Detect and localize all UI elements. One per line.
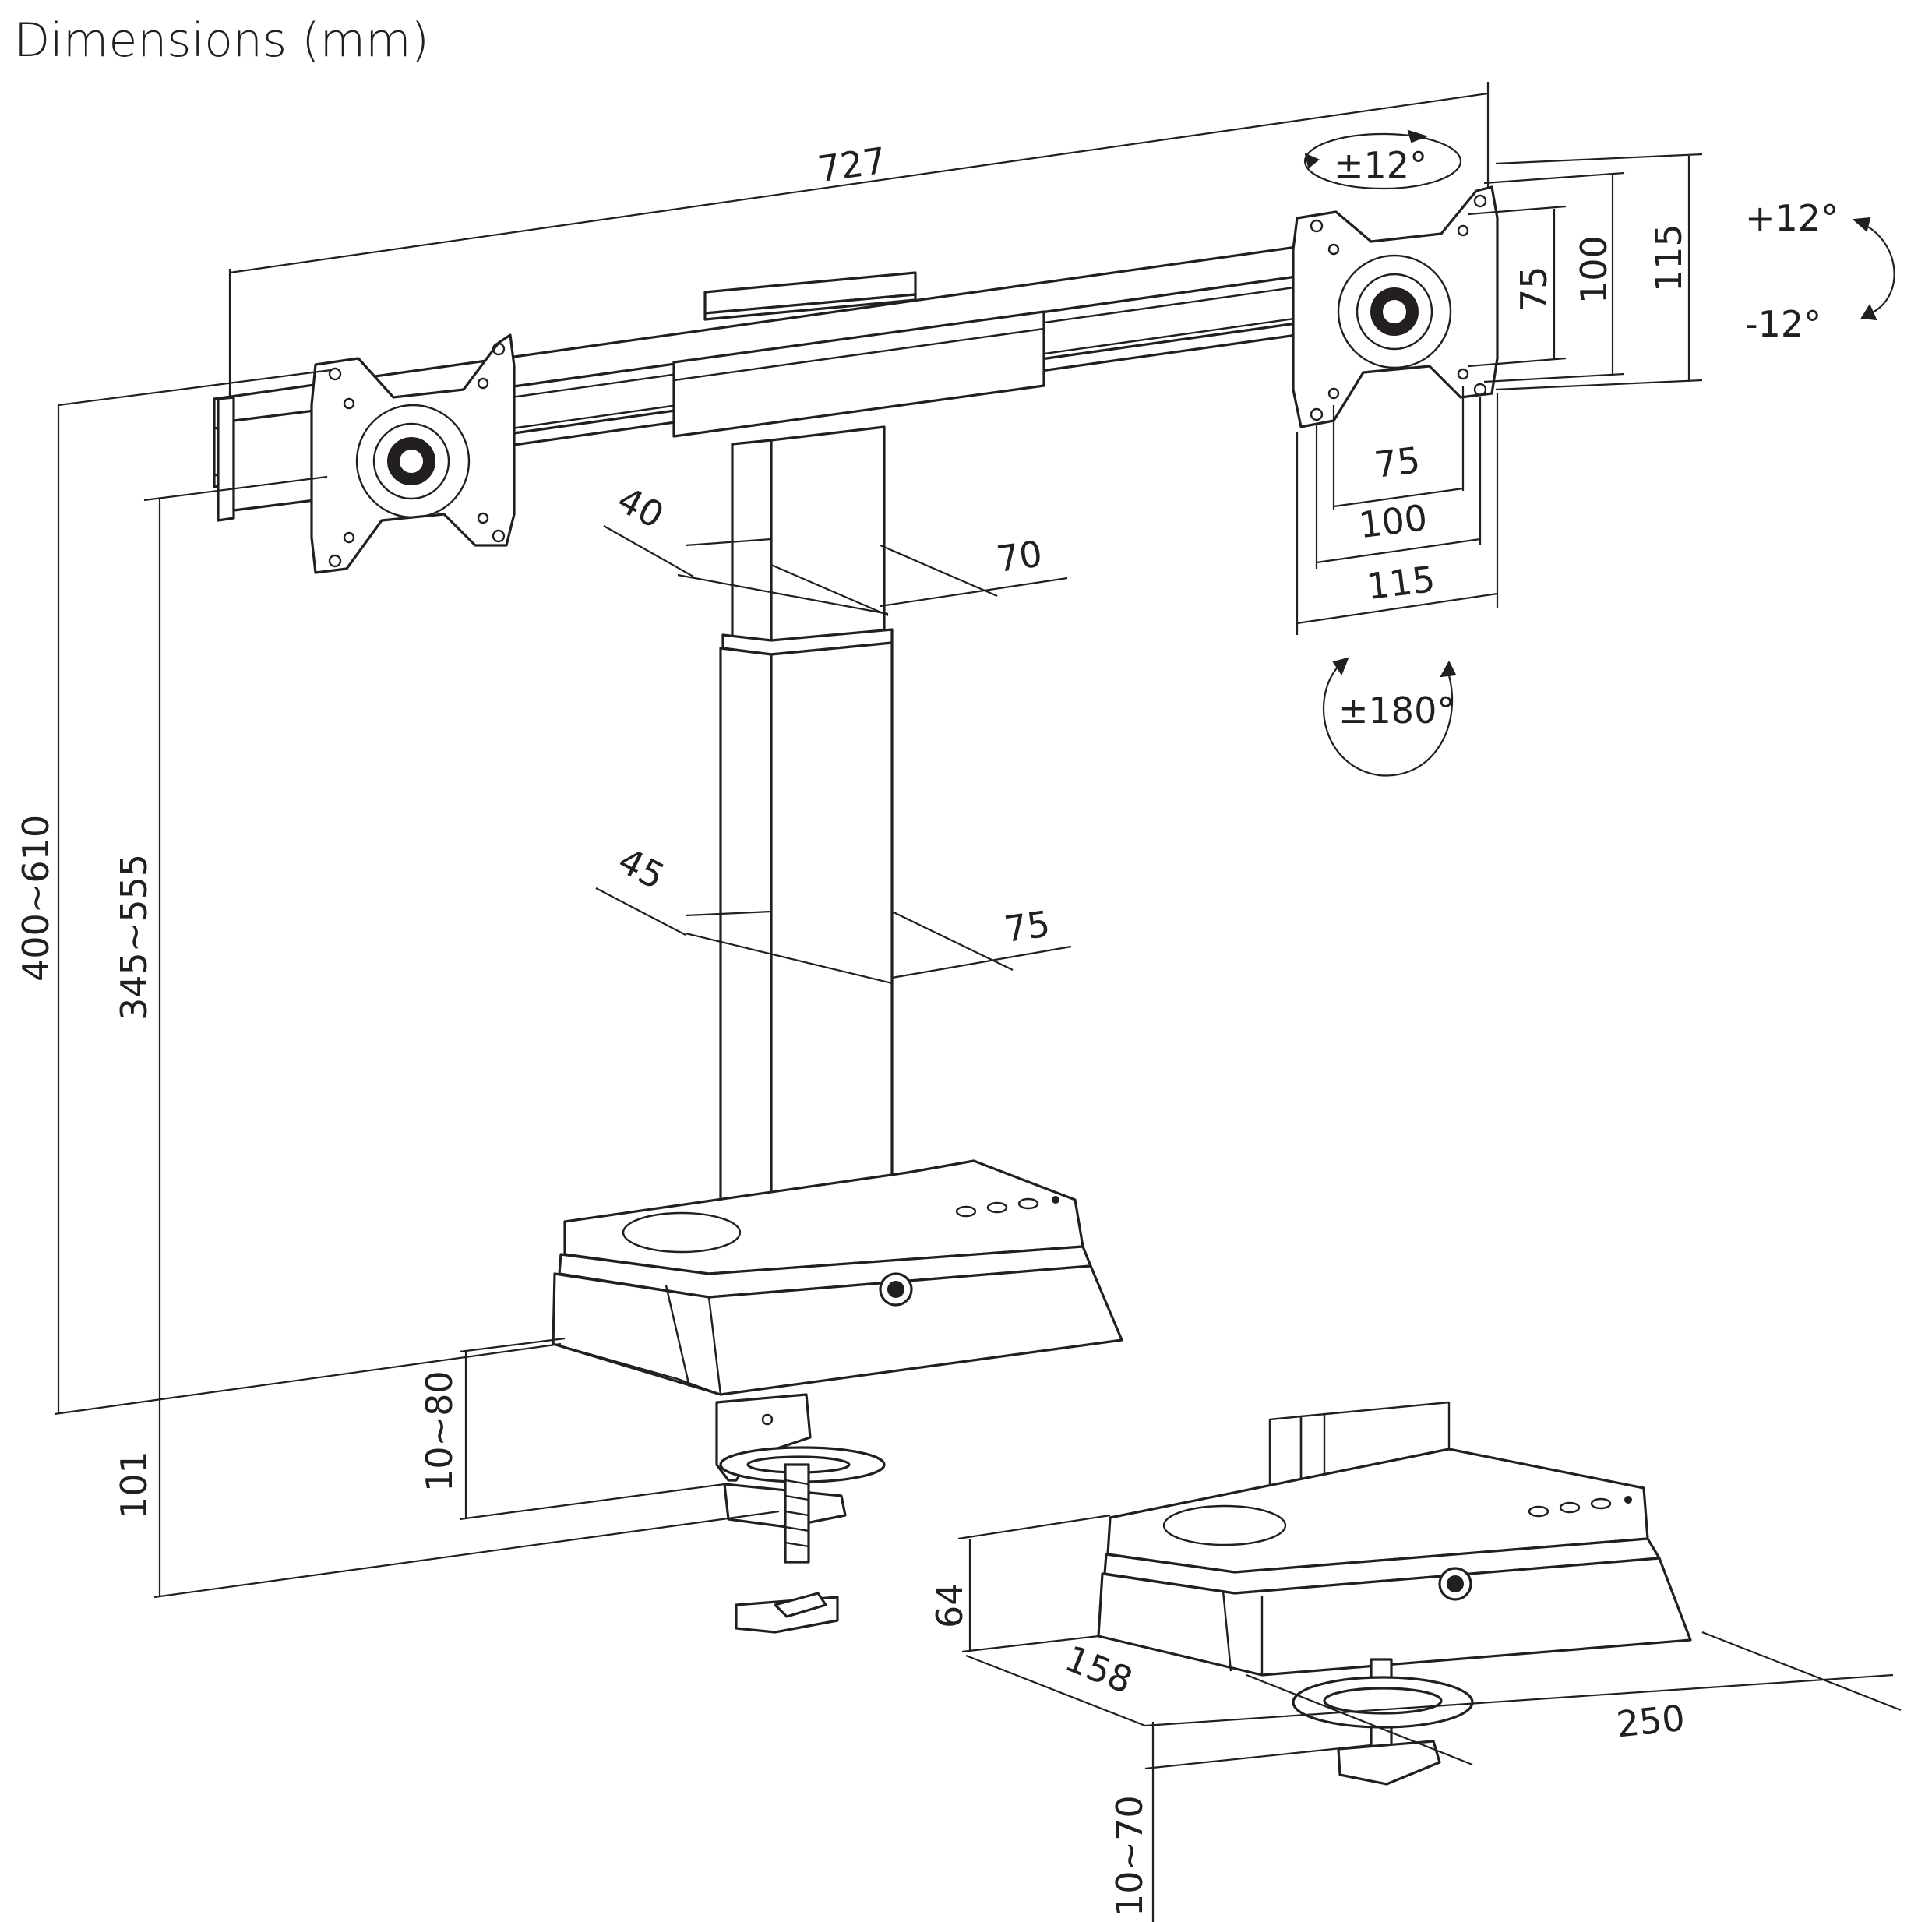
vesa-v-75-label: 75 [1513, 266, 1555, 312]
vesa-vertical-dimensions: 75 100 115 [1468, 153, 1703, 391]
main-base [552, 1159, 1123, 1396]
lower-pole-depth-label: 45 [612, 839, 672, 898]
upper-pole-depth-label: 40 [611, 478, 671, 537]
vesa-h-100-label: 100 [1356, 496, 1430, 546]
overall-height-label: 400~610 [15, 815, 57, 982]
tilt-down-label: -12° [1745, 303, 1821, 345]
clamp-range-dimension: 10~80 [418, 1337, 725, 1521]
arm-width-dimension: 727 [228, 82, 1490, 421]
vesa-h-75-label: 75 [1372, 439, 1423, 486]
rotation-indicator: ±180° [1322, 657, 1457, 777]
left-vesa-plate [310, 333, 516, 574]
upper-pole-dimensions: 40 70 [603, 478, 1068, 617]
tilt-up-label: +12° [1745, 197, 1839, 239]
base-width-dimension: 250 [1144, 1631, 1902, 1766]
vesa-v-100-label: 100 [1573, 235, 1615, 304]
page-title: Dimensions (mm) [14, 13, 429, 68]
lower-pole-width-label: 75 [1002, 902, 1052, 950]
base-height-dimension: 64 [929, 1514, 1111, 1653]
tilt-indicator: +12° -12° [1745, 197, 1895, 345]
base-width-label: 250 [1614, 1697, 1687, 1746]
upper-pole-width-label: 70 [994, 532, 1045, 580]
base-height-label: 64 [929, 1582, 971, 1628]
pole [719, 425, 894, 1233]
lower-pole-dimensions: 45 75 [595, 839, 1072, 985]
grommet-range-label: 10~70 [1109, 1795, 1151, 1917]
base-depth-label: 158 [1059, 1637, 1139, 1702]
grommet-range-dimension: 10~70 [1109, 1722, 1372, 1922]
desk-clamp [715, 1393, 886, 1634]
dim-label-727: 727 [815, 139, 888, 191]
swivel-indicator: ±12° [1303, 129, 1462, 190]
vesa-horizontal-dimensions: 75 100 115 [1296, 386, 1499, 635]
right-vesa-plate [1292, 185, 1499, 428]
pole-height-dimension: 345~555 101 [113, 475, 780, 1599]
detail-base [1097, 1401, 1692, 1786]
pole-height-label: 345~555 [113, 854, 155, 1021]
rotation-label: ±180° [1338, 689, 1454, 732]
vesa-v-115-label: 115 [1648, 224, 1690, 292]
clamp-range-label: 10~80 [418, 1370, 460, 1492]
overall-height-dimension: 400~610 [15, 369, 562, 1416]
base-depth-dimension: 158 [965, 1637, 1146, 1727]
base-offset-label: 101 [113, 1451, 155, 1519]
swivel-label: ±12° [1334, 144, 1427, 186]
vesa-h-115-label: 115 [1364, 558, 1437, 608]
